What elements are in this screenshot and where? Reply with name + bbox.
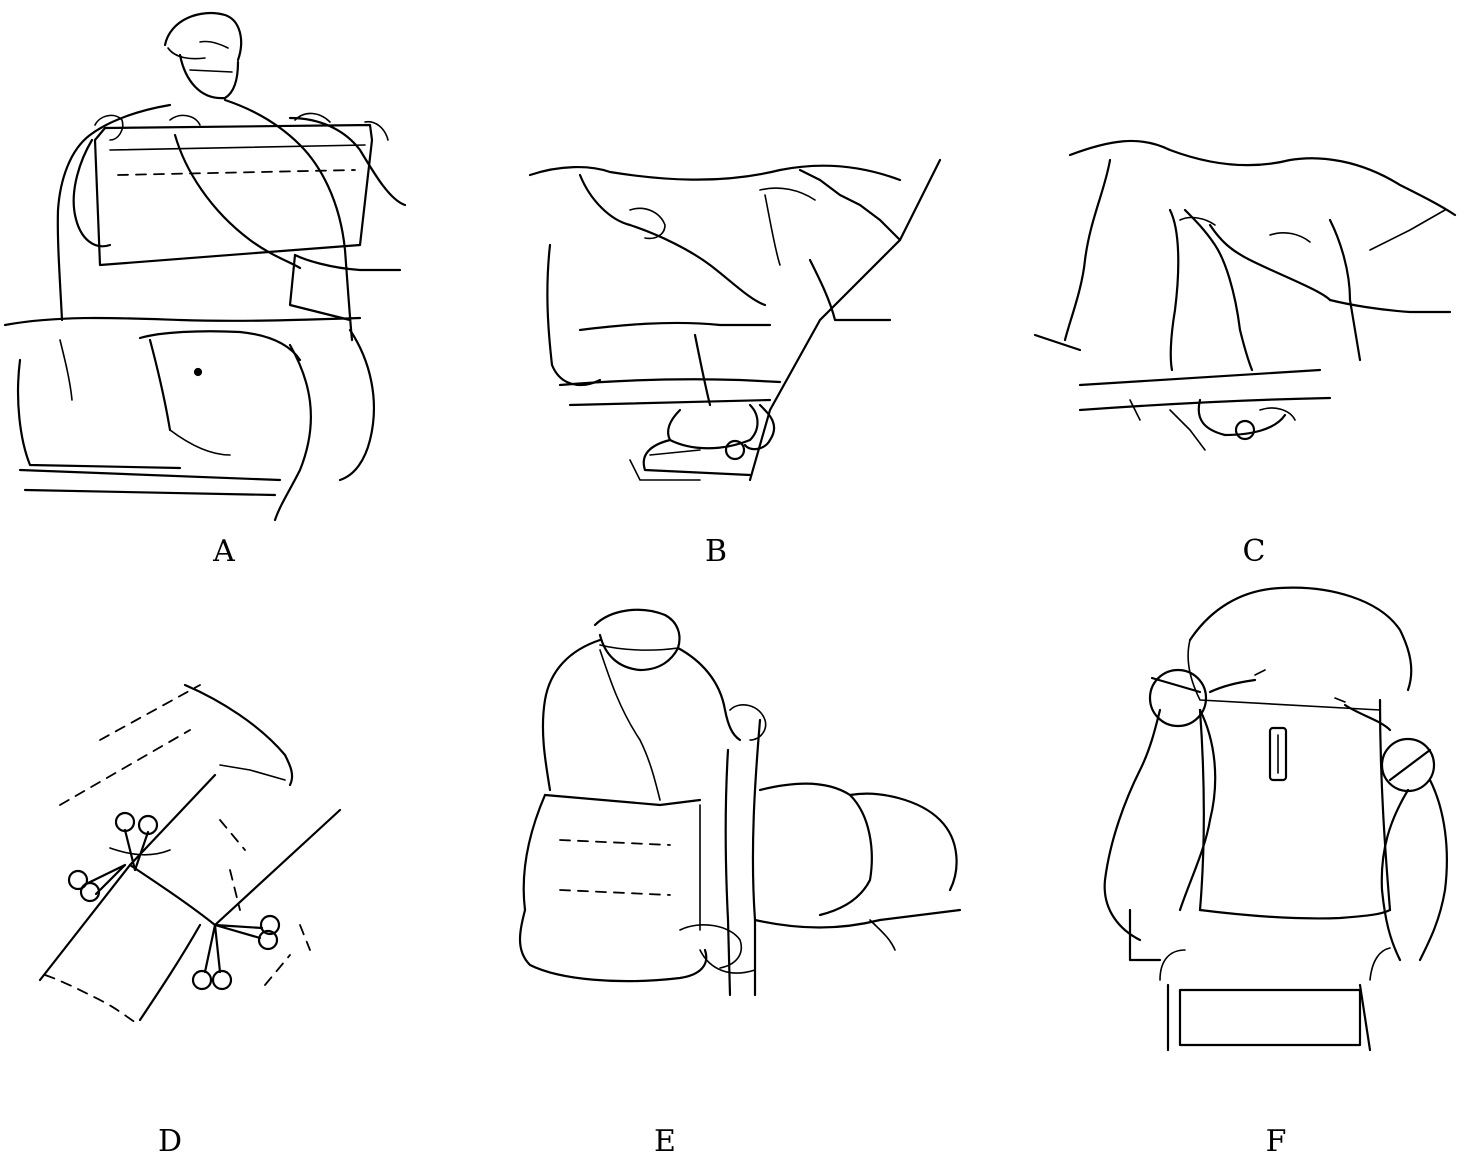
panel-f-illustration [1103, 586, 1448, 1052]
panel-c-illustration [1033, 139, 1457, 451]
panel-a-illustration [3, 11, 407, 522]
panel-b: B [520, 150, 960, 570]
panel-d-illustration [38, 683, 342, 1026]
panel-label-e: E [654, 1124, 676, 1159]
panel-label-a: A [213, 534, 235, 569]
panel-b-illustration [528, 158, 942, 482]
panel-label-b: B [704, 534, 728, 569]
panel-c: C [1030, 130, 1470, 570]
panel-d: D [0, 680, 380, 1158]
panel-e: E [500, 600, 980, 1158]
panel-label-d: D [157, 1124, 183, 1159]
panel-label-f: F [1265, 1124, 1287, 1159]
panel-e-illustration [518, 608, 962, 997]
panel-label-c: C [1242, 534, 1266, 569]
panel-f: F [1090, 580, 1472, 1158]
panel-a: A [0, 0, 430, 567]
